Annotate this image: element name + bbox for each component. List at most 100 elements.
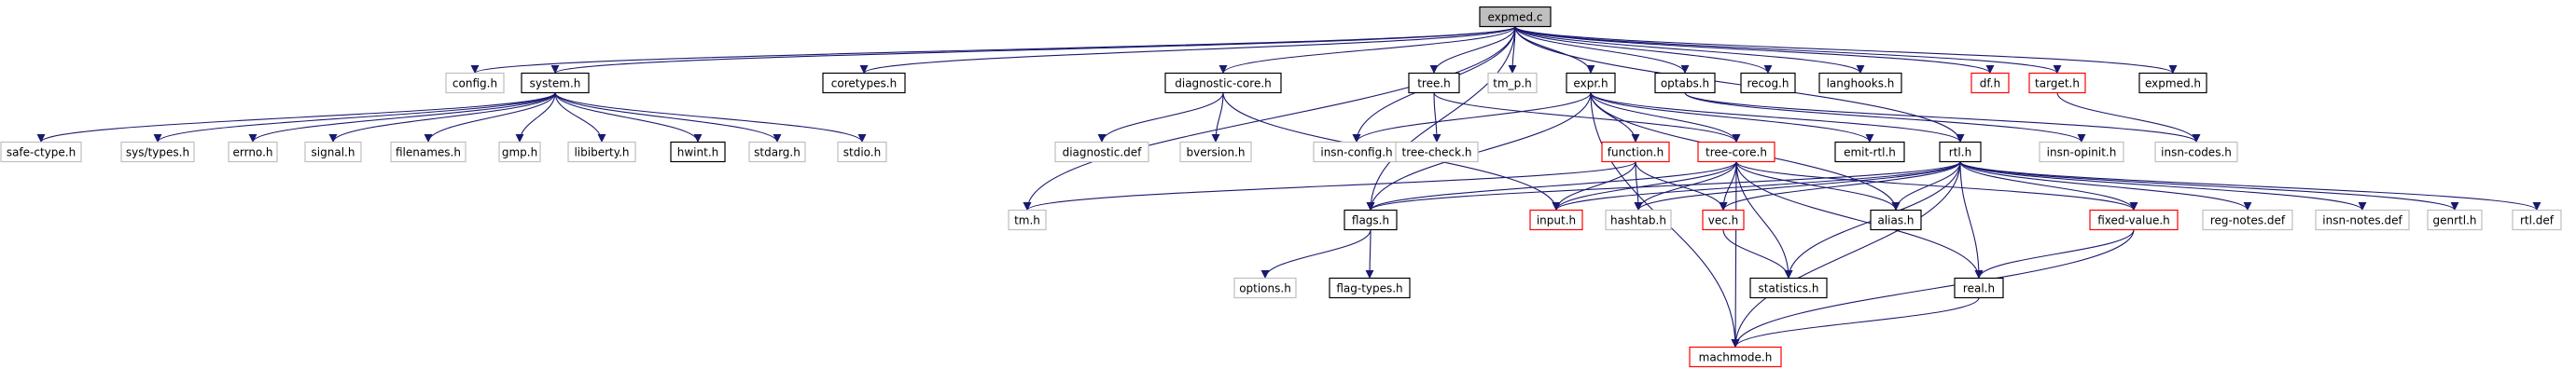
- node-df-h[interactable]: df.h: [1970, 72, 2010, 94]
- node-gmp-h: gmp.h: [498, 141, 541, 163]
- node-box: [1654, 72, 1716, 94]
- node-label: config.h: [453, 77, 497, 90]
- edge-system-h-to-sys-types-h: [153, 92, 556, 143]
- node-label: df.h: [1980, 77, 2000, 90]
- node-box: [1870, 209, 1922, 231]
- node-function-h[interactable]: function.h: [1601, 141, 1670, 163]
- edge-rtl-h-to-real-h: [1959, 161, 1984, 279]
- node-insn-notes-def: insn-notes.def: [2315, 209, 2410, 231]
- node-tree-h[interactable]: tree.h: [1408, 72, 1460, 94]
- node-box: [2512, 209, 2562, 231]
- node-bversion-h: bversion.h: [1179, 141, 1252, 163]
- edge-function-h-to-hashtab-h: [1634, 161, 1643, 211]
- node-layer: expmed.c config.h system.h coretypes.h diagn…: [0, 6, 2562, 368]
- edge-tree-h-to-tree-core-h: [1433, 92, 1741, 143]
- edge-system-h-to-safe-ctype-h: [36, 92, 556, 143]
- node-diagnostic-core-h[interactable]: diagnostic-core.h: [1164, 72, 1282, 94]
- node-box: [1479, 6, 1552, 28]
- edge-rtl-h-to-flags-h: [1366, 161, 1961, 211]
- edge-tree-core-h-to-alias-h: [1735, 161, 1901, 211]
- node-label: tree-core.h: [1706, 146, 1767, 159]
- edge-tree-core-h-to-machmode-h: [1731, 161, 1740, 348]
- node-box: [2028, 72, 2086, 94]
- node-label: diagnostic-core.h: [1175, 77, 1272, 90]
- node-box: [567, 141, 636, 163]
- node-hwint-h[interactable]: hwint.h: [670, 141, 726, 163]
- node-box: [1702, 209, 1745, 231]
- edge-tree-core-h-to-statistics-h: [1735, 161, 1793, 279]
- node-langhooks-h[interactable]: langhooks.h: [1818, 72, 1902, 94]
- node-machmode-h[interactable]: machmode.h: [1689, 346, 1782, 368]
- node-box: [2427, 209, 2483, 231]
- node-label: rtl.def: [2520, 214, 2555, 227]
- node-rtl-h[interactable]: rtl.h: [1939, 141, 1982, 163]
- edge-flags-h-to-options-h: [1260, 229, 1372, 279]
- edge-expmed-c-to-target-h: [1514, 26, 2062, 74]
- node-label: real.h: [1963, 282, 1995, 295]
- node-emit-rtl-h[interactable]: emit-rtl.h: [1834, 141, 1905, 163]
- node-box: [2315, 209, 2410, 231]
- node-optabs-h[interactable]: optabs.h: [1654, 72, 1716, 94]
- node-label: function.h: [1608, 146, 1664, 159]
- node-target-h[interactable]: target.h: [2028, 72, 2086, 94]
- node-box: [1605, 209, 1672, 231]
- edge-expmed-c-to-config-h: [470, 26, 1516, 74]
- node-label: filenames.h: [396, 146, 461, 159]
- node-label: tree-check.h: [1401, 146, 1471, 159]
- node-real-h[interactable]: real.h: [1954, 277, 2004, 299]
- edge-rtl-h-to-input-h: [1552, 161, 1961, 211]
- node-label: expmed.c: [1488, 11, 1543, 24]
- node-box: [1233, 277, 1297, 299]
- node-system-h[interactable]: system.h: [521, 72, 590, 94]
- edge-expmed-c-to-df-h: [1514, 26, 1995, 74]
- node-vec-h[interactable]: vec.h: [1702, 209, 1745, 231]
- edge-expmed-c-to-diagnostic-core-h: [1218, 26, 1516, 74]
- edge-rtl-h-to-hashtab-h: [1634, 161, 1961, 211]
- node-expmed-h[interactable]: expmed.h: [2138, 72, 2207, 94]
- node-diagnostic-def: diagnostic.def: [1054, 141, 1149, 163]
- node-errno-h: errno.h: [228, 141, 278, 163]
- node-label: tm_p.h: [1493, 77, 1531, 90]
- edge-expr-h-to-emit-rtl-h: [1590, 92, 1874, 143]
- node-label: rtl.h: [1949, 146, 1971, 159]
- node-flag-types-h[interactable]: flag-types.h: [1329, 277, 1411, 299]
- node-expmed-c[interactable]: expmed.c: [1479, 6, 1552, 28]
- node-libiberty-h: libiberty.h: [567, 141, 636, 163]
- node-label: insn-notes.def: [2322, 214, 2402, 227]
- node-input-h[interactable]: input.h: [1529, 209, 1583, 231]
- edge-rtl-h-to-genrtl-h: [1959, 161, 2459, 211]
- node-box: [822, 72, 906, 94]
- node-recog-h[interactable]: recog.h: [1740, 72, 1796, 94]
- node-label: gmp.h: [502, 146, 537, 159]
- node-label: stdarg.h: [754, 146, 801, 159]
- node-filenames-h: filenames.h: [390, 141, 466, 163]
- node-stdarg-h: stdarg.h: [748, 141, 806, 163]
- node-flags-h[interactable]: flags.h: [1344, 209, 1398, 231]
- node-box: [1697, 141, 1775, 163]
- node-box: [2202, 209, 2293, 231]
- edge-rtl-h-to-vec-h: [1719, 161, 1961, 211]
- node-fixed-value-h[interactable]: fixed-value.h: [2089, 209, 2179, 231]
- node-config-h: config.h: [445, 72, 505, 94]
- node-expr-h[interactable]: expr.h: [1566, 72, 1616, 94]
- node-insn-codes-h: insn-codes.h: [2154, 141, 2238, 163]
- edge-rtl-h-to-alias-h: [1891, 161, 1961, 211]
- edge-expmed-c-to-flags-h: [1366, 26, 1516, 211]
- node-label: sys/types.h: [126, 146, 189, 159]
- node-label: statistics.h: [1759, 282, 1819, 295]
- node-label: recog.h: [1747, 77, 1789, 90]
- node-alias-h[interactable]: alias.h: [1870, 209, 1922, 231]
- node-box: [2089, 209, 2179, 231]
- node-statistics-h[interactable]: statistics.h: [1749, 277, 1828, 299]
- node-box: [1164, 72, 1282, 94]
- node-box: [1740, 72, 1796, 94]
- edge-rtl-h-to-machmode-h: [1731, 161, 1961, 348]
- edge-tree-h-to-tree-check-h: [1432, 92, 1441, 143]
- node-box: [390, 141, 466, 163]
- node-tree-core-h[interactable]: tree-core.h: [1697, 141, 1775, 163]
- node-coretypes-h[interactable]: coretypes.h: [822, 72, 906, 94]
- node-box: [0, 141, 82, 163]
- node-label: flag-types.h: [1336, 282, 1402, 295]
- node-stdio-h: stdio.h: [837, 141, 887, 163]
